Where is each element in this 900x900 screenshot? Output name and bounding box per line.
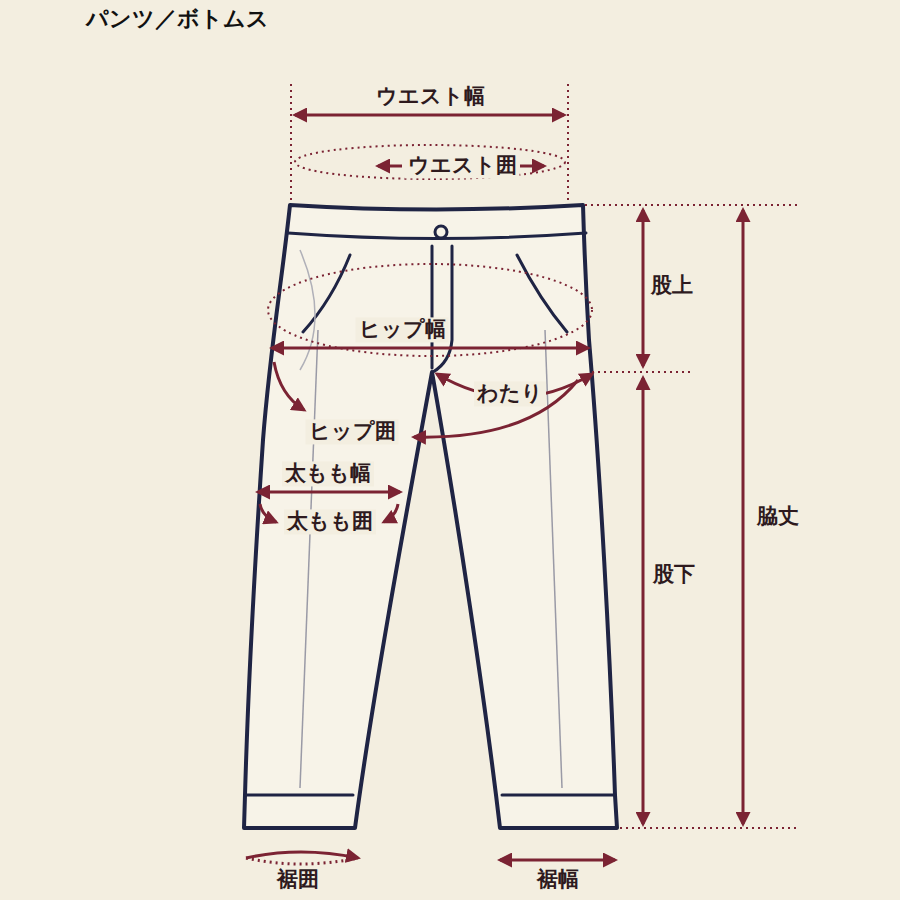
- inseam-label: 股下: [650, 562, 698, 587]
- width-label: ウエスト幅: [373, 84, 488, 109]
- measure-arrows: [246, 115, 743, 864]
- width-label: ヒップ幅: [356, 317, 449, 342]
- girth-label: 太もも囲: [284, 509, 376, 534]
- length-label: 脇丈: [754, 504, 802, 529]
- width-label: 裾幅: [534, 867, 582, 892]
- girth-label: 裾囲: [274, 867, 322, 892]
- thigh-label: わたり: [474, 381, 546, 406]
- rise-label: 股上: [648, 273, 696, 298]
- guide-lines: [268, 84, 800, 828]
- width-label: 太もも幅: [282, 461, 374, 486]
- girth-label: ウエスト囲: [405, 153, 520, 178]
- girth-label: ヒップ囲: [306, 419, 399, 444]
- pants-details: [246, 226, 615, 795]
- page-title: パンツ／ボトムス: [86, 4, 269, 34]
- pants-outline: [244, 205, 617, 828]
